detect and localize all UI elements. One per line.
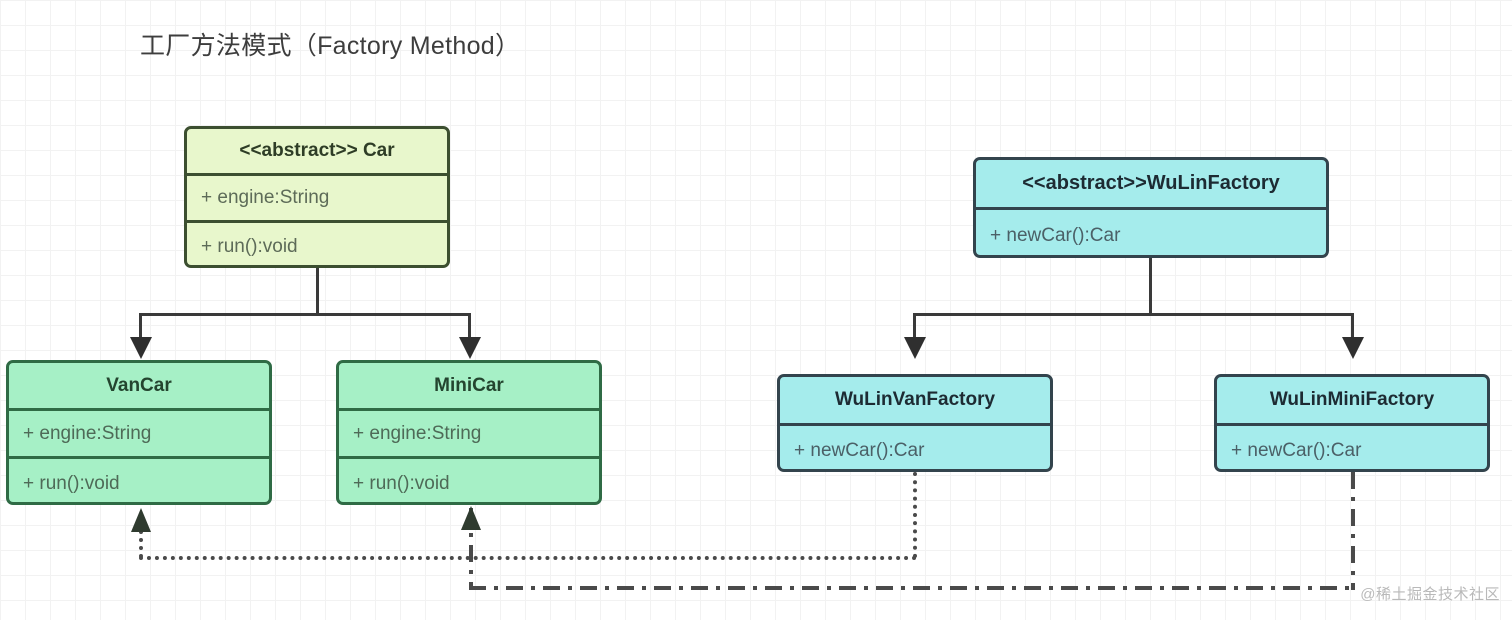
- dependency-vanfactory-down: [913, 472, 917, 558]
- class-box-car-attribute: + engine:String: [187, 176, 447, 223]
- class-box-wulinfactory[interactable]: <<abstract>>WuLinFactory + newCar():Car: [973, 157, 1329, 258]
- dependency-into-vancar: [139, 530, 143, 558]
- arrowhead-factory-to-minifactory: [1342, 337, 1364, 359]
- arrowhead-car-to-minicar: [459, 337, 481, 359]
- class-box-vancar-attribute: + engine:String: [9, 411, 269, 459]
- class-box-vancar-method: + run():void: [23, 472, 120, 494]
- class-box-wulinminifactory-method: + newCar():Car: [1231, 439, 1362, 461]
- class-box-car-method: + run():void: [201, 236, 298, 257]
- class-box-wulinfactory-title: <<abstract>>WuLinFactory: [976, 160, 1326, 210]
- dependency-into-minicar: [469, 508, 473, 590]
- class-box-wulinvanfactory-title: WuLinVanFactory: [780, 377, 1050, 426]
- arrowhead-dependency-minicar: [461, 506, 481, 530]
- arrowhead-car-to-vancar: [130, 337, 152, 359]
- connector-factory-bar: [913, 313, 1354, 316]
- watermark: @稀土掘金技术社区: [1360, 586, 1500, 603]
- connector-factory-to-vanfactory: [913, 313, 916, 339]
- arrowhead-dependency-vancar: [131, 508, 151, 532]
- class-box-wulinvanfactory-method: + newCar():Car: [794, 439, 925, 461]
- class-box-vancar-title: VanCar: [9, 363, 269, 411]
- dependency-vanfactory-to-vancar: [139, 556, 917, 560]
- class-box-wulinminifactory-title: WuLinMiniFactory: [1217, 377, 1487, 426]
- connector-car-stem: [316, 268, 319, 316]
- class-box-wulinvanfactory[interactable]: WuLinVanFactory + newCar():Car: [777, 374, 1053, 472]
- class-box-wulinfactory-method: + newCar():Car: [990, 224, 1121, 246]
- dependency-minifactory-down: [1351, 472, 1355, 590]
- arrowhead-factory-to-vanfactory: [904, 337, 926, 359]
- class-box-vancar[interactable]: VanCar + engine:String + run():void: [6, 360, 272, 505]
- connector-factory-stem: [1149, 258, 1152, 316]
- connector-car-bar: [139, 313, 471, 316]
- dependency-minifactory-to-minicar: [469, 586, 1355, 590]
- class-box-minicar-method: + run():void: [353, 472, 450, 494]
- connector-car-to-minicar: [468, 313, 471, 339]
- class-box-wulinminifactory[interactable]: WuLinMiniFactory + newCar():Car: [1214, 374, 1490, 472]
- class-box-car[interactable]: <<abstract>> Car + engine:String + run()…: [184, 126, 450, 268]
- class-box-minicar-title: MiniCar: [339, 363, 599, 411]
- class-box-minicar[interactable]: MiniCar + engine:String + run():void: [336, 360, 602, 505]
- connector-factory-to-minifactory: [1351, 313, 1354, 339]
- connector-car-to-vancar: [139, 313, 142, 339]
- class-box-minicar-attribute: + engine:String: [339, 411, 599, 459]
- page-title: 工厂方法模式（Factory Method）: [140, 32, 521, 60]
- class-box-car-title: <<abstract>> Car: [187, 129, 447, 176]
